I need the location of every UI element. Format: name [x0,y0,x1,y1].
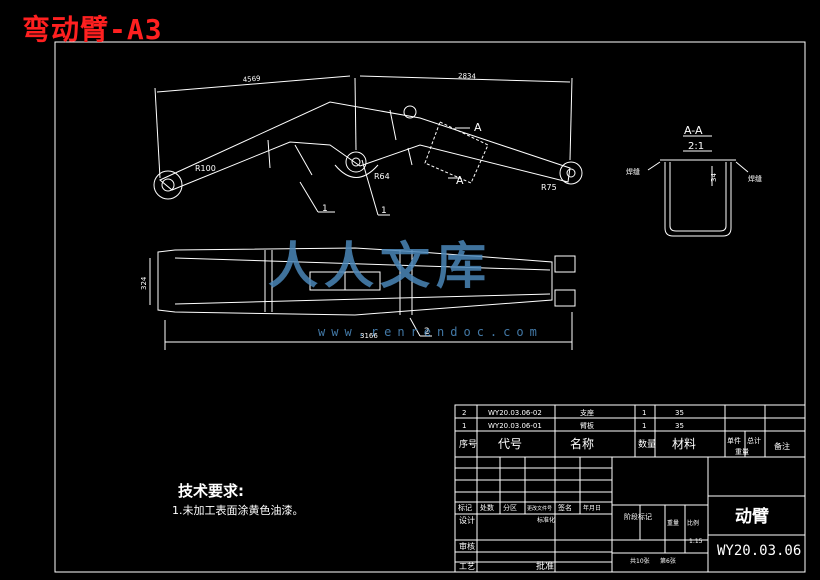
bom-row2-seq: 2 [462,409,466,417]
bom-header-seq: 序号 [459,438,477,450]
tb-zone: 分区 [503,503,517,512]
tb-sheet-no: 第6张 [660,557,676,565]
callout-part1: 1 [322,204,328,214]
dim-height: 324 [140,276,148,290]
drawing-border [54,41,806,573]
tb-date: 年月日 [583,504,601,512]
weld-left-label: 焊缝 [626,167,640,176]
bom-row1-code: WY20.03.06-01 [488,422,542,430]
bom-row1-seq: 1 [462,422,466,430]
tb-ratio: 比例 [687,519,699,527]
bom-row1-qty: 1 [642,422,646,430]
callout-part1-b: 1 [381,206,387,216]
tb-scale: 1:15 [689,538,703,545]
dim-radius-right: R75 [541,183,557,192]
tb-part-name: 动臂 [735,506,769,527]
watermark-text: 人人文库 [268,237,492,295]
tb-signature: 签名 [558,503,572,512]
tb-stage-mark: 阶段标记 [624,512,652,521]
tb-weight: 重量 [667,519,679,527]
bom-header-remark: 备注 [774,441,790,451]
section-cut-label-top: A [474,121,482,134]
callout-part2: 2 [424,327,430,337]
section-label: A-A [684,124,703,137]
bom-header-weight: 重量 [735,448,749,456]
title-block [454,456,806,573]
sheet-title: 弯动臂-A3 [22,13,163,46]
tb-mark: 标记 [458,503,472,512]
bom-row2-name: 支座 [580,408,594,417]
dim-left-span: 4569 [242,74,260,84]
bom-row2-code: WY20.03.06-02 [488,409,542,417]
dim-overall-length: 3166 [360,332,378,340]
tb-standardize: 标准化 [537,516,555,524]
tb-change-doc: 更改文件号 [527,505,552,512]
section-depth-dim: 34 [710,173,718,182]
side-view [153,75,583,216]
dim-radius-mid: R64 [374,172,390,181]
bom-row1-material: 35 [675,422,684,430]
tb-process: 工艺 [459,562,475,571]
dim-radius-left: R100 [195,164,216,173]
tb-count: 处数 [480,503,494,512]
bom-header-total-weight: 总计 [747,436,761,445]
top-view [149,247,576,350]
tb-approve: 批准 [536,560,554,572]
tb-drawing-number: WY20.03.06 [717,543,801,559]
bom-header-name: 名称 [570,436,594,451]
dim-right-span: 2834 [458,72,477,81]
bom-header-code: 代号 [498,437,522,451]
tb-sheets: 共10张 [630,557,650,565]
tech-requirements-note: 1.未加工表面涂黄色油漆。 [172,504,304,517]
section-scale: 2:1 [688,141,704,152]
tb-design: 设计 [459,515,475,525]
tb-review: 审核 [459,541,475,551]
section-cut-label-bottom: A [456,174,464,187]
bom-row1-name: 臂板 [580,421,594,430]
watermark-url: www.renrendoc.com [318,325,543,339]
weld-right-label: 焊缝 [748,174,762,183]
bom-header-material: 材料 [672,437,696,451]
bom-header-unit-weight: 单件 [727,436,741,445]
tech-requirements-heading: 技术要求: [178,482,244,500]
bom-row2-material: 35 [675,409,684,417]
bom-row2-qty: 1 [642,409,646,417]
bom-header-qty: 数量 [638,438,656,450]
section-view [647,135,749,237]
